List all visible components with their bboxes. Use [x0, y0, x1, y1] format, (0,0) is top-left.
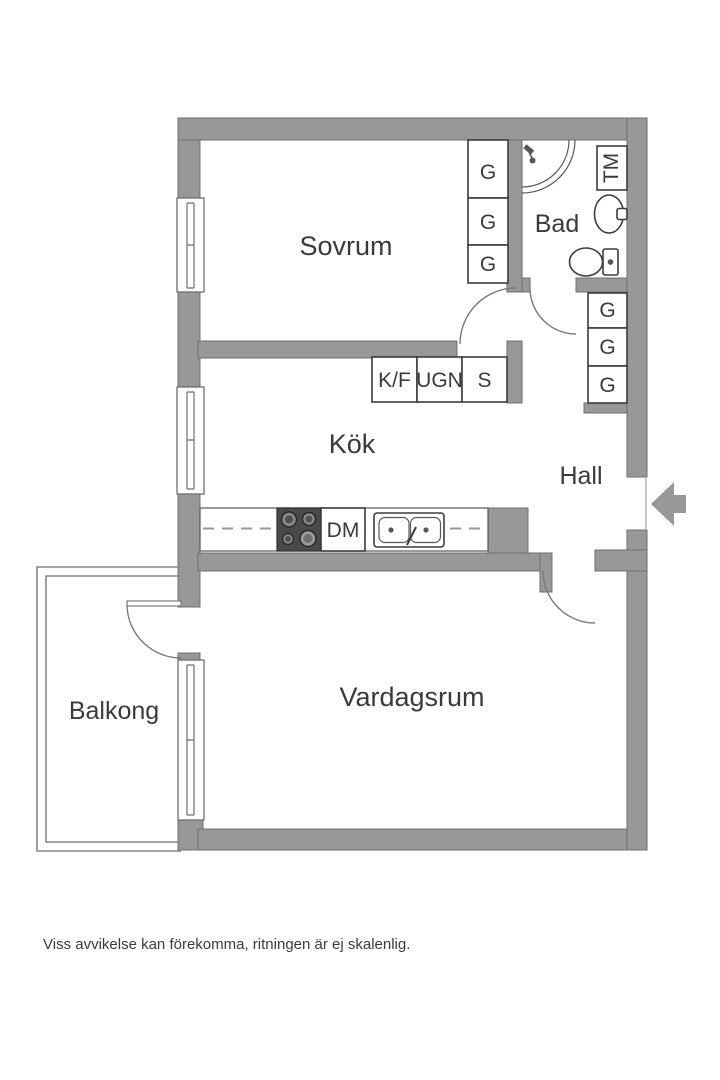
window-kok [176, 386, 205, 495]
wall-segment [177, 652, 201, 661]
closet-box [587, 365, 628, 404]
washing-machine: TM [596, 145, 628, 191]
wall-segment [626, 529, 648, 851]
entrance-arrow-icon [651, 482, 686, 526]
closet-label: G [480, 253, 496, 276]
window-vardagsrum-balcony [177, 659, 205, 821]
room-label-sovrum: Sovrum [299, 231, 392, 261]
burner [285, 536, 291, 542]
washing-machine-box [596, 145, 628, 191]
burner [305, 515, 313, 523]
shower-curtain-arc [521, 139, 576, 194]
dishwasher-label: DM [327, 519, 360, 542]
washing-machine-label: TM [600, 153, 623, 183]
room-bad: Bad TM [521, 139, 628, 277]
wall-segment [177, 491, 201, 608]
wall-segment [594, 549, 648, 572]
burner [303, 534, 313, 543]
room-hall: Hall G G G [559, 292, 686, 530]
toilet-flush-button [607, 259, 614, 265]
room-sovrum: Sovrum G G G [299, 139, 509, 284]
entrance [645, 478, 686, 530]
oven-label: UGN [416, 369, 463, 392]
closet-label: G [599, 336, 615, 359]
sink-tap [616, 207, 628, 221]
closet-label: G [599, 299, 615, 322]
bathroom-sink [593, 194, 628, 234]
kitchen-sink [373, 512, 445, 548]
wall-segment [626, 117, 648, 478]
balcony-outer-rail [36, 566, 181, 852]
closet-box [587, 327, 628, 367]
hall-closets: G G G [587, 292, 628, 404]
stove [276, 507, 322, 552]
wall-segment [197, 340, 458, 359]
dishwasher-box [320, 507, 366, 552]
wall-segment [177, 139, 201, 201]
room-kok: Kök K/F UGN S [199, 356, 508, 552]
toilet-bowl [568, 247, 604, 277]
door-arc-bad [529, 287, 577, 335]
window-glass-lines [186, 202, 195, 289]
window-sovrum [176, 197, 205, 293]
room-vardagsrum: Vardagsrum [339, 682, 484, 712]
room-label-vardagsrum: Vardagsrum [339, 682, 484, 712]
room-balkong: Balkong [69, 697, 159, 725]
sovrum-closets: G G G [467, 139, 509, 284]
room-label-kok: Kök [329, 429, 376, 459]
fridge-freezer-box [371, 356, 418, 403]
wall-segment [521, 277, 531, 293]
door-arc-sovrum [459, 287, 517, 345]
door-arc-vardagsrum [542, 570, 596, 624]
kitchen-counter: DM [199, 507, 489, 552]
fridge-freezer-label: K/F [378, 369, 411, 392]
door-arc-balkong [126, 605, 182, 659]
closet-label: G [480, 211, 496, 234]
windows [176, 197, 205, 821]
wall-segment [197, 828, 648, 851]
room-label-hall: Hall [559, 462, 602, 490]
kitchen-tall-units: K/F UGN S [371, 356, 508, 403]
room-label-balkong: Balkong [69, 697, 159, 725]
room-label-bad: Bad [535, 210, 579, 238]
closet-box [587, 292, 628, 329]
wall-segment [583, 402, 628, 414]
wall-segment [506, 139, 523, 293]
sink-basin-right [409, 516, 442, 544]
sink-drain [388, 527, 394, 533]
burner [285, 515, 293, 524]
sink-faucet [406, 526, 417, 546]
pantry-box [461, 356, 508, 403]
sink-drain [423, 527, 429, 533]
balcony-inner-rail [45, 575, 181, 843]
shower-head-icon [523, 144, 536, 164]
pantry-label: S [477, 369, 491, 392]
balcony-rails [36, 566, 181, 852]
wall-segment [177, 291, 201, 388]
wall-segment [575, 277, 628, 293]
closet-label: G [480, 161, 496, 184]
sink-basin-left [378, 516, 410, 544]
wall-segment [177, 117, 648, 141]
closet-box [467, 244, 509, 284]
toilet [568, 247, 619, 277]
shower [521, 139, 576, 194]
dishwasher: DM [320, 507, 366, 552]
window-glass-lines [186, 391, 195, 490]
oven-box [416, 356, 463, 403]
closet-label: G [599, 374, 615, 397]
door-leaf-balkong [126, 600, 182, 607]
window-glass-lines [186, 664, 195, 816]
wall-segment [197, 552, 543, 572]
doors [126, 287, 596, 659]
closet-box [467, 139, 509, 199]
shower-curtain-arc [521, 139, 570, 188]
wall-segment [539, 552, 553, 593]
wall-segment [506, 340, 523, 404]
disclaimer-text: Viss avvikelse kan förekomma, ritningen … [43, 936, 411, 953]
